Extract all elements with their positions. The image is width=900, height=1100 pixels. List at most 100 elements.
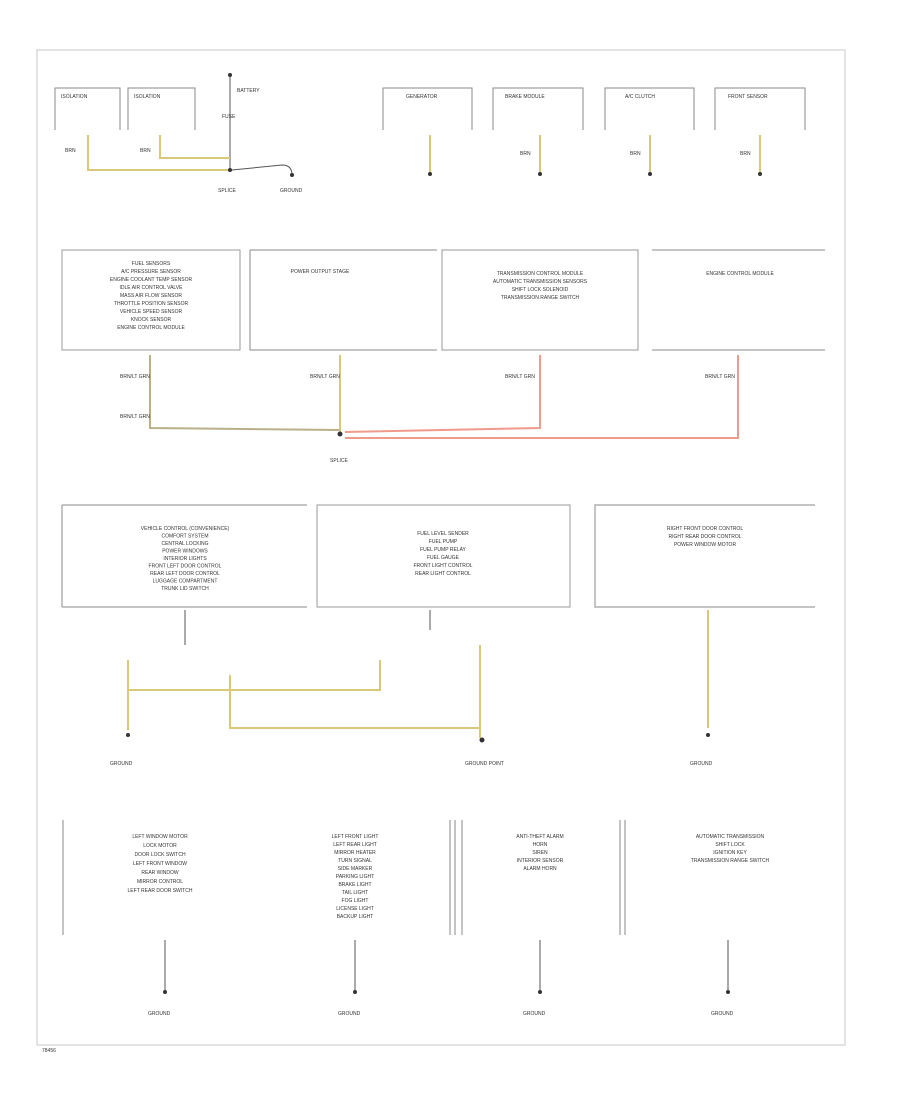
wire-label-brn-2: BRN [140, 148, 151, 154]
ground-label-b4: GROUND [711, 1011, 734, 1017]
module-text-line: IGNITION KEY [713, 850, 747, 856]
generator-label: GENERATOR [406, 94, 438, 100]
gen-ground [428, 172, 432, 176]
fuel-sensors-module [61, 249, 241, 351]
wire-transmission [344, 355, 541, 433]
module-text-line: DOOR LOCK SWITCH [134, 852, 186, 858]
wire-isolation-2 [159, 135, 230, 159]
module-text-line: TRANSMISSION RANGE SWITCH [691, 858, 770, 864]
ground-bottom-1 [163, 990, 167, 994]
module-text-line: COMFORT SYSTEM [161, 534, 208, 540]
module-text-line: BRAKE LIGHT [338, 882, 371, 888]
engine-control-module [652, 249, 825, 351]
fuel-level-module [316, 504, 571, 608]
module-text-line: AUTOMATIC TRANSMISSION [696, 834, 765, 840]
wire-row3-left [127, 660, 381, 691]
ground-row3-left [126, 733, 130, 737]
module-text-line: FUEL PUMP [429, 539, 458, 545]
module-text-line: HORN [533, 842, 548, 848]
power-output-stage-module [249, 249, 437, 351]
module-text-line: RIGHT FRONT DOOR CONTROL [667, 526, 743, 532]
module-text-line: LOCK MOTOR [143, 843, 177, 849]
generator-component: GENERATOR [382, 87, 473, 130]
right-front-door-module [594, 504, 815, 608]
module-text-line: FUEL SENSORS [132, 261, 171, 267]
wire-row3-mid [229, 675, 480, 729]
ground-label-b1: GROUND [148, 1011, 171, 1017]
front-sensor-label: FRONT SENSOR [728, 94, 768, 100]
ac-clutch-label: A/C CLUTCH [625, 94, 655, 100]
module-text-line: MIRROR CONTROL [137, 879, 183, 885]
module-text-line: AUTOMATIC TRANSMISSION SENSORS [493, 279, 588, 285]
module-text-line: CENTRAL LOCKING [161, 541, 208, 547]
module-text-line: VEHICLE CONTROL (CONVENIENCE) [141, 526, 230, 532]
module-text-line: PARKING LIGHT [336, 874, 374, 880]
battery-label: BATTERY [237, 88, 260, 94]
module-text-line: MIRROR HEATER [334, 850, 376, 856]
wire-to-ground [231, 164, 293, 176]
ground-row3-mid [479, 737, 485, 743]
module-text-line: LUGGAGE COMPARTMENT [153, 579, 218, 585]
anti-theft-module [461, 820, 626, 935]
ground-label-b2: GROUND [338, 1011, 361, 1017]
module-text-line: ALARM HORN [523, 866, 557, 872]
right-front-door-text: RIGHT FRONT DOOR CONTROL RIGHT REAR DOOR … [667, 526, 743, 548]
module-text-line: POWER OUTPUT STAGE [291, 269, 350, 275]
module-text-line: REAR WINDOW [141, 870, 179, 876]
module-text-line: ANTI-THEFT ALARM [516, 834, 563, 840]
splice-label-top: SPLICE [218, 188, 236, 194]
module-text-line: RIGHT REAR DOOR CONTROL [669, 534, 742, 540]
module-text-line: FUEL LEVEL SENDER [417, 531, 469, 537]
module-text-line: ENGINE COOLANT TEMP SENSOR [110, 277, 193, 283]
module-text-line: TRUNK LID SWITCH [161, 586, 209, 592]
ground-label-b3: GROUND [523, 1011, 546, 1017]
brake-ground [538, 172, 542, 176]
transmission-control-module [441, 249, 639, 351]
module-text-line: INTERIOR LIGHTS [163, 556, 207, 562]
ground-top [290, 173, 294, 177]
isolation-1-label: ISOLATION [61, 94, 88, 100]
power-output-stage-text: POWER OUTPUT STAGE [291, 269, 350, 275]
wire-label-brnlt-5: BRN/LT GRN [705, 374, 735, 380]
wire-label-brnlt-4: BRN/LT GRN [505, 374, 535, 380]
module-text-line: LICENSE LIGHT [336, 906, 374, 912]
wire-label-brn-4: BRN [630, 151, 641, 157]
module-text-line: REAR LIGHT CONTROL [415, 571, 471, 577]
module-text-line: BACKUP LIGHT [337, 914, 374, 920]
module-text-line: SHIFT LOCK SOLENOID [512, 287, 569, 293]
module-text-line: LEFT FRONT WINDOW [133, 861, 187, 867]
module-text-line: TRANSMISSION RANGE SWITCH [501, 295, 580, 301]
module-text-line: SHIFT LOCK [715, 842, 745, 848]
vehicle-control-text: VEHICLE CONTROL (CONVENIENCE) COMFORT SYS… [141, 526, 230, 592]
brake-module-component: BRAKE MODULE [492, 87, 584, 130]
ac-ground [648, 172, 652, 176]
isolation-1-component: ISOLATION [54, 87, 121, 130]
module-text-line: THROTTLE POSITION SENSOR [114, 301, 189, 307]
module-text-line: LEFT REAR LIGHT [333, 842, 377, 848]
front-sensor-component: FRONT SENSOR [714, 87, 806, 130]
wire-label-brn-3: BRN [520, 151, 531, 157]
brake-module-label: BRAKE MODULE [505, 94, 545, 100]
module-text-line: VEHICLE SPEED SENSOR [120, 309, 183, 315]
module-text-line: TURN SIGNAL [338, 858, 372, 864]
ground-label-2: GROUND POINT [465, 761, 504, 767]
module-text-line: FUEL GAUGE [427, 555, 460, 561]
module-text-line: INTERIOR SENSOR [517, 858, 564, 864]
module-text-line: REAR LEFT DOOR CONTROL [150, 571, 220, 577]
module-text-line: FOG LIGHT [342, 898, 369, 904]
ground-label-top: GROUND [280, 188, 303, 194]
splice-mid [337, 431, 343, 437]
vehicle-control-module [61, 504, 307, 608]
module-text-line: FRONT LEFT DOOR CONTROL [149, 564, 222, 570]
wire-label-brnlt-1: BRN/LT GRN [120, 374, 150, 380]
module-text-line: ENGINE CONTROL MODULE [706, 271, 774, 277]
splice-top [228, 168, 232, 172]
module-text-line: ENGINE CONTROL MODULE [117, 325, 185, 331]
isolation-2-label: ISOLATION [134, 94, 161, 100]
auto-trans-lock-text: AUTOMATIC TRANSMISSION SHIFT LOCK IGNITION… [691, 834, 770, 864]
module-text-line: POWER WINDOWS [162, 549, 208, 555]
